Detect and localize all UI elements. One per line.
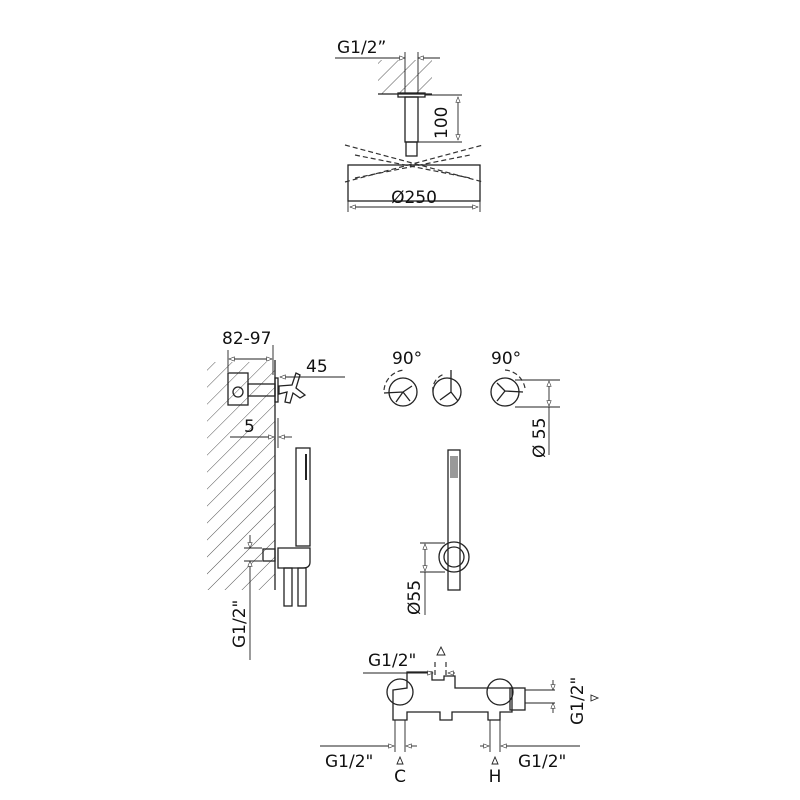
side-outlet-label: G1/2"	[568, 677, 588, 725]
handle-diameter-label: Ø 55	[530, 418, 550, 458]
cold-label: C	[394, 767, 406, 787]
flange-label: 5	[244, 417, 255, 437]
hot-label: H	[489, 767, 502, 787]
handle-projection-label: 45	[306, 357, 328, 377]
hot-inlet-thread-label: G1/2"	[518, 752, 566, 772]
cold-flow-icon	[396, 755, 404, 765]
handle-left	[383, 369, 418, 407]
shower-arm	[404, 96, 419, 143]
rotation-right-label: 90°	[491, 349, 521, 369]
spray-face	[450, 456, 458, 478]
wall-outlet-holder	[277, 547, 311, 569]
mixer-body	[392, 671, 513, 721]
head-diameter-label: Ø250	[391, 188, 437, 208]
side-view-drawing: 82-97 45 5 G1/2"	[207, 329, 345, 660]
shower-head	[347, 164, 481, 202]
top-outlet-flow-icon	[436, 645, 446, 656]
handle-side	[278, 372, 307, 404]
arm-length-label: 100	[432, 107, 452, 139]
wall-hatch	[207, 362, 275, 590]
mixer-body-drawing: G1/2" G1/2" C G1/2" H G1/2"	[320, 645, 600, 787]
hose	[283, 567, 293, 607]
depth-label: 82-97	[222, 329, 271, 349]
top-outlet-label: G1/2"	[368, 651, 416, 671]
front-view-drawing: 90° 90° Ø 55 Ø55	[383, 349, 560, 615]
outlet-thread-label: G1/2"	[230, 600, 250, 648]
rotation-left-label: 90°	[392, 349, 422, 369]
holder-front	[438, 541, 470, 573]
side-outlet-flow-icon	[590, 694, 600, 702]
hand-shower-side	[295, 447, 311, 547]
ceiling-shower-drawing: G1/2” 100 Ø250	[335, 38, 484, 212]
hot-flow-icon	[491, 755, 499, 765]
hand-shower-front	[447, 449, 461, 591]
handle-right	[490, 369, 526, 407]
ceiling-thread-label: G1/2”	[337, 38, 386, 58]
holder-diameter-label: Ø55	[405, 580, 425, 615]
cold-inlet-thread-label: G1/2"	[325, 752, 373, 772]
handle-center	[432, 370, 462, 407]
